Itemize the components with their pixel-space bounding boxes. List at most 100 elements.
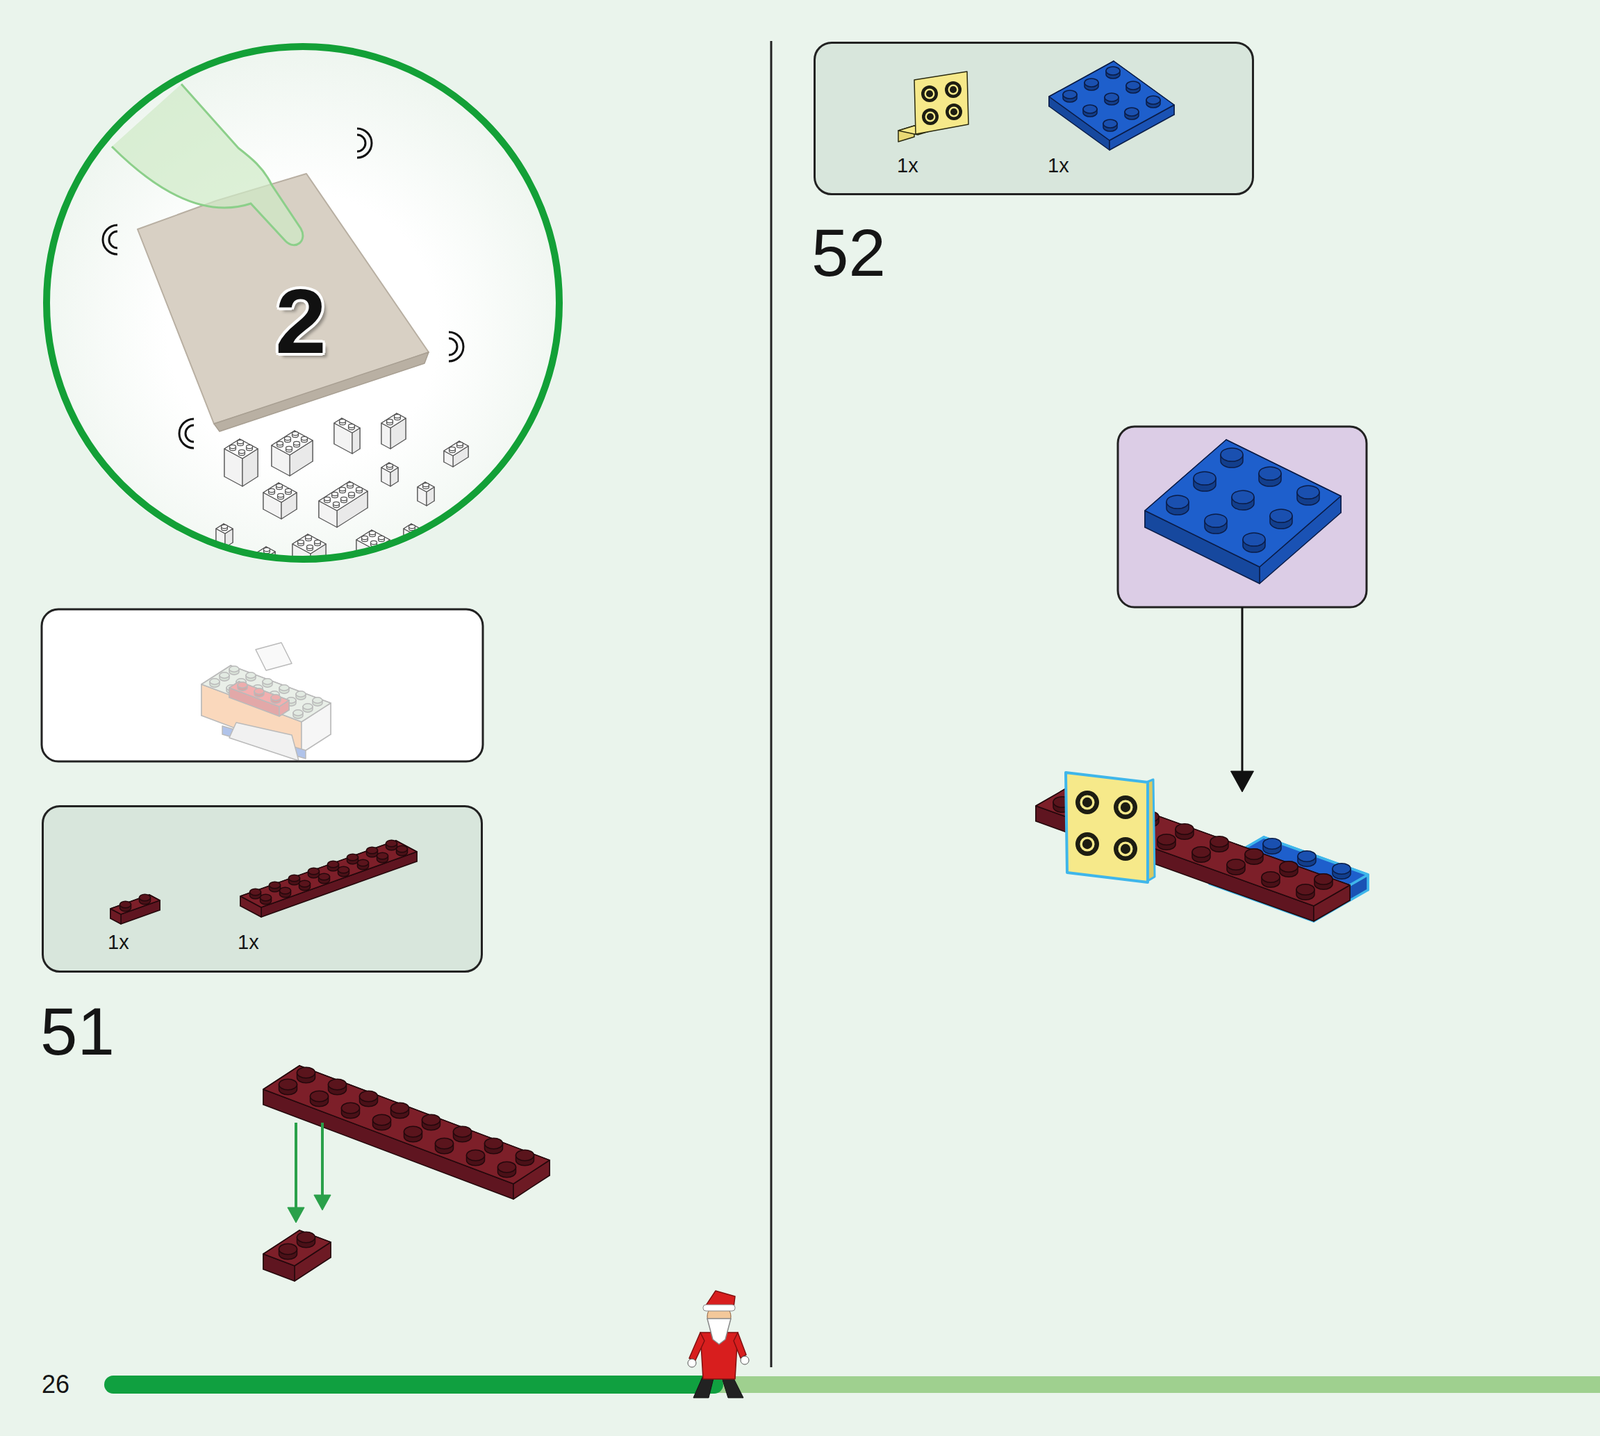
stud-top <box>370 540 378 544</box>
stud-hole <box>1082 839 1093 849</box>
bag-scene <box>102 84 469 572</box>
stud-top <box>302 703 313 710</box>
shake-mark <box>448 338 458 356</box>
plate-top <box>110 894 160 915</box>
submodel-box <box>41 609 483 762</box>
stud-ring <box>1079 836 1095 852</box>
step-number: 51 <box>40 998 115 1066</box>
stud-top <box>1242 532 1266 547</box>
stud-top <box>297 1067 316 1079</box>
plate-top <box>1049 61 1175 141</box>
stud-top <box>276 483 283 488</box>
stud <box>945 103 963 121</box>
assembly-arrow <box>320 1122 324 1195</box>
submodel-preview <box>201 642 331 761</box>
stud-top <box>238 449 246 453</box>
stud-hole <box>926 90 934 98</box>
stud-top <box>453 1126 472 1138</box>
stud-top <box>1297 851 1316 863</box>
stud-top <box>1204 514 1227 528</box>
stud-top <box>1244 848 1264 861</box>
stud-top <box>484 1137 503 1150</box>
plate-top <box>240 840 417 908</box>
progress-done <box>113 1375 715 1394</box>
plate-top <box>224 439 258 459</box>
stud-top <box>1226 859 1245 871</box>
arm <box>733 1332 747 1359</box>
assembly-arrow <box>1241 607 1244 772</box>
plate-top <box>1035 785 1350 906</box>
step-52-model <box>1035 772 1368 922</box>
step-51-model <box>263 1065 550 1282</box>
stud-top <box>394 414 401 418</box>
stud-top <box>250 888 262 896</box>
stud-top <box>328 1078 347 1091</box>
stud-top <box>279 1243 298 1255</box>
stud-ring <box>949 106 960 118</box>
stud-top <box>120 901 132 909</box>
base <box>229 722 299 761</box>
stud-top <box>1146 95 1161 105</box>
stud-hole <box>949 86 957 94</box>
part-count: 1x <box>237 932 260 953</box>
stud-top <box>386 418 394 423</box>
progress-rest <box>714 1376 1600 1393</box>
stud-top <box>297 1231 316 1243</box>
plate-top <box>263 1065 550 1184</box>
stud-hole <box>1120 802 1131 813</box>
stud-top <box>293 710 303 716</box>
stud <box>921 108 939 126</box>
stud-top <box>301 436 308 440</box>
shake-mark <box>102 225 118 255</box>
stud-top <box>1126 81 1141 90</box>
stud-top <box>279 1078 298 1091</box>
stud <box>944 81 962 98</box>
stud-top <box>219 672 230 679</box>
substep-box <box>1117 426 1367 608</box>
part-count: 1x <box>896 155 919 176</box>
stud <box>1075 832 1100 856</box>
stud-top <box>1193 471 1216 485</box>
stud-top <box>312 697 323 704</box>
stud-ring <box>1117 841 1133 856</box>
plate-top <box>318 481 368 511</box>
stud-top <box>292 431 299 435</box>
plate-top <box>417 482 435 492</box>
stud-top <box>369 530 376 535</box>
stud-top <box>341 496 348 501</box>
stud-ring <box>925 111 936 123</box>
stud-top <box>246 444 253 449</box>
stud-top <box>237 439 244 444</box>
slope <box>255 642 292 671</box>
stud <box>921 85 938 103</box>
stud-top <box>295 691 306 697</box>
stud-top <box>435 1137 454 1150</box>
stud-top <box>1296 884 1315 896</box>
stud-top <box>269 881 281 889</box>
stud <box>1113 837 1138 861</box>
stud-top <box>1261 871 1280 884</box>
stud-top <box>260 894 272 902</box>
parts-box: 1x1x <box>813 41 1255 196</box>
plate-top <box>229 681 290 707</box>
stud-top <box>498 1161 517 1173</box>
stud-top <box>270 694 281 701</box>
stud-hole <box>950 108 958 116</box>
stud-top <box>139 894 151 902</box>
stud-top <box>1279 861 1298 873</box>
page-number: 26 <box>41 1372 70 1398</box>
stud-top <box>339 487 346 491</box>
stud-top <box>391 1102 410 1114</box>
parts-illustration <box>815 43 1257 198</box>
stud-top <box>305 534 312 539</box>
stud-top <box>1166 495 1189 509</box>
stud-top <box>339 418 346 423</box>
assembly-arrow <box>294 1122 298 1208</box>
stud-hole <box>1120 844 1131 854</box>
part-count: 1x <box>107 932 130 953</box>
stud-top <box>318 873 331 881</box>
stud-top <box>310 1090 329 1102</box>
stud-top <box>229 444 237 449</box>
stud-top <box>1314 873 1333 886</box>
plate-top <box>271 430 313 456</box>
